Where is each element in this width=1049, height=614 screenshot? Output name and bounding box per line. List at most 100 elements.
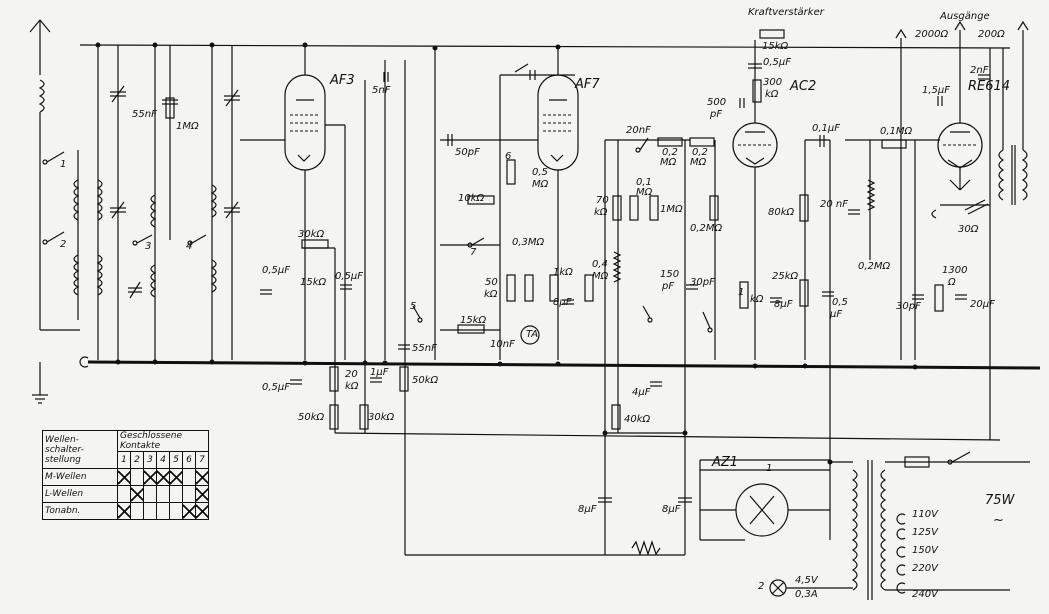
label: 1kΩ (553, 267, 573, 278)
label: 0,5μF (262, 265, 291, 276)
label: 10kΩ (458, 193, 485, 204)
resistors (301, 29, 944, 556)
label: 30pF (896, 301, 921, 312)
label: kΩ (750, 294, 764, 305)
label: pF (710, 109, 723, 120)
label: MΩ (592, 271, 609, 282)
label-r-15k-kraft: 15kΩ (762, 41, 789, 52)
label: 0,1MΩ (880, 126, 913, 137)
label: 30kΩ (368, 412, 395, 423)
contact-closed-mark (195, 502, 209, 520)
label: 1μF (370, 367, 389, 378)
label: 0,5μF (262, 382, 291, 393)
label: Ω (948, 277, 956, 288)
contact-closed-mark (143, 468, 157, 486)
ac2-tube (732, 40, 778, 360)
af7-tube (440, 45, 579, 360)
contact-closed-mark (169, 468, 183, 486)
label: 8μF (578, 504, 597, 515)
label: μF (830, 309, 843, 320)
contact-closed-mark (117, 502, 131, 520)
contact-closed-mark (182, 502, 196, 520)
contact-number: 6 (182, 451, 196, 469)
contact-open-cell (169, 485, 183, 503)
label: 50kΩ (298, 412, 325, 423)
label: 15kΩ (300, 277, 327, 288)
input-coils (73, 45, 217, 360)
contact-number: 2 (130, 451, 144, 469)
label: 8μF (662, 504, 681, 515)
tube-label-az1: AZ1 (712, 455, 739, 470)
az1-tube (700, 483, 830, 537)
bottom-rail (334, 432, 1001, 441)
voltage-tap: 150V (912, 545, 938, 556)
table-row: M-Wellen (42, 468, 209, 486)
label: 0,4 (592, 259, 608, 270)
ground-bus (87, 360, 1041, 370)
contact-closed-mark (130, 485, 144, 503)
label: 8μF (774, 299, 793, 310)
label: kΩ (765, 89, 779, 100)
contact-open-cell (156, 485, 170, 503)
switch-number: 2 (60, 239, 67, 250)
switch-number: 5 (410, 301, 417, 312)
top-rail (79, 44, 1011, 49)
table-row: L-Wellen (42, 485, 209, 503)
switch-position-table: Wellen- schalter- stellung Geschlossene … (42, 430, 209, 520)
label: 50 (485, 277, 498, 288)
label: 300 (763, 77, 783, 88)
label: 20 nF (820, 199, 848, 210)
contact-number: 3 (143, 451, 157, 469)
tube-label-ac2: AC2 (790, 79, 817, 94)
label: 1MΩ (660, 204, 683, 215)
contact-open-cell (182, 485, 196, 503)
label: 20nF (626, 125, 651, 136)
contact-open-cell (156, 502, 170, 520)
label: 70 (596, 195, 609, 206)
table-head-position: Wellen- schalter- stellung (42, 430, 118, 469)
voltage-tap: 240V (912, 589, 938, 600)
label: 0,5μF (335, 271, 364, 282)
voltage-tap: 220V (912, 563, 938, 574)
label: 55nF (412, 343, 437, 354)
label: MΩ (636, 187, 653, 198)
label: 150 (660, 269, 680, 280)
label: 1 (738, 287, 745, 298)
label: pF (662, 281, 675, 292)
label: 25kΩ (772, 271, 799, 282)
header-ausgaenge: Ausgänge (940, 11, 990, 22)
label: 10nF (490, 339, 515, 350)
ac-symbol: ~ (993, 513, 1004, 528)
contact-closed-mark (117, 468, 131, 486)
label: 0,1 (636, 177, 652, 188)
voltage-tap: 125V (912, 527, 938, 538)
label: kΩ (345, 381, 359, 392)
label: 0,2 (692, 147, 708, 158)
label: 0,2MΩ (690, 223, 723, 234)
contact-number: 7 (195, 451, 209, 469)
re614-tube (937, 30, 983, 190)
tube-label-af7: AF7 (575, 77, 600, 92)
junction-dots (95, 42, 918, 465)
label: 0,5 (832, 297, 848, 308)
switch-number: 6 (505, 151, 512, 162)
label: 55nF (132, 109, 157, 120)
label: 50kΩ (412, 375, 439, 386)
label: MΩ (532, 179, 549, 190)
label: MΩ (690, 157, 707, 168)
ground-symbol (32, 356, 89, 404)
switch-number: 4 (186, 241, 193, 252)
table-row-label: Tonabn. (42, 502, 118, 520)
label: 30kΩ (298, 229, 325, 240)
table-head-contacts: Geschlossene Kontakte (117, 430, 209, 452)
contact-open-cell (130, 468, 144, 486)
contact-open-cell (117, 485, 131, 503)
label: 80kΩ (768, 207, 795, 218)
switch-number: 3 (145, 241, 152, 252)
contact-closed-mark (156, 468, 170, 486)
contact-number: 5 (169, 451, 183, 469)
tube-label-af3: AF3 (330, 73, 355, 88)
contact-number: 1 (117, 451, 131, 469)
table-row-label: M-Wellen (42, 468, 118, 486)
contact-closed-mark (195, 485, 209, 503)
